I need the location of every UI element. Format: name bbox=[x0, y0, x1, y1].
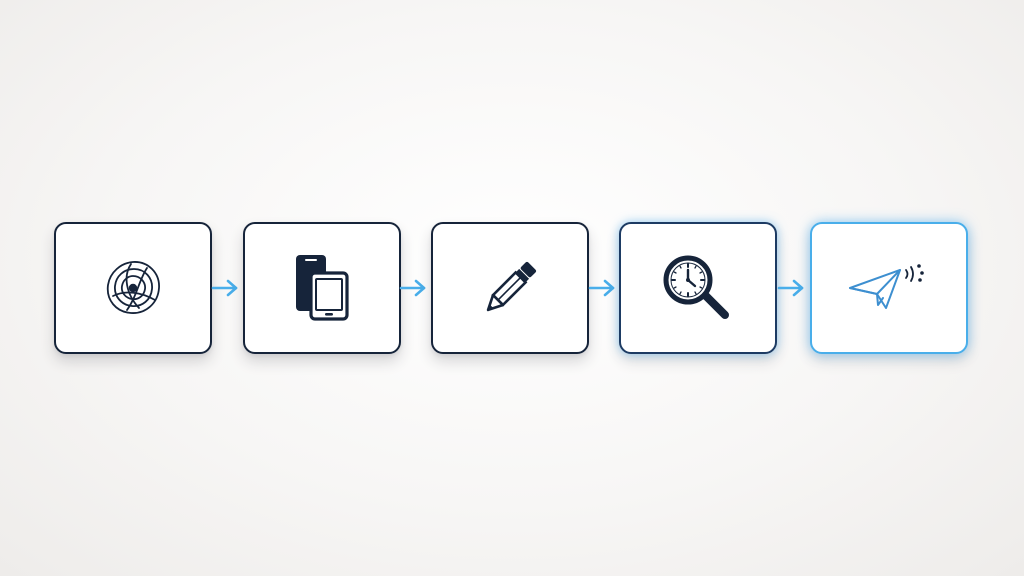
step-2-box bbox=[243, 222, 401, 354]
arrow-connector-4 bbox=[777, 279, 804, 297]
step-5-box bbox=[810, 222, 968, 354]
step-3-box bbox=[431, 222, 589, 354]
clock-magnifier-icon bbox=[663, 255, 729, 319]
pencil-icon bbox=[486, 261, 537, 312]
arrow-connector-2 bbox=[399, 279, 426, 297]
concentric-circles-icon bbox=[106, 261, 160, 314]
paper-plane-icon bbox=[849, 264, 924, 309]
step-1-box bbox=[54, 222, 212, 354]
step-4-box bbox=[619, 222, 777, 354]
arrow-connector-3 bbox=[588, 279, 615, 297]
arrow-connector-1 bbox=[211, 279, 238, 297]
devices-icon bbox=[296, 255, 349, 321]
